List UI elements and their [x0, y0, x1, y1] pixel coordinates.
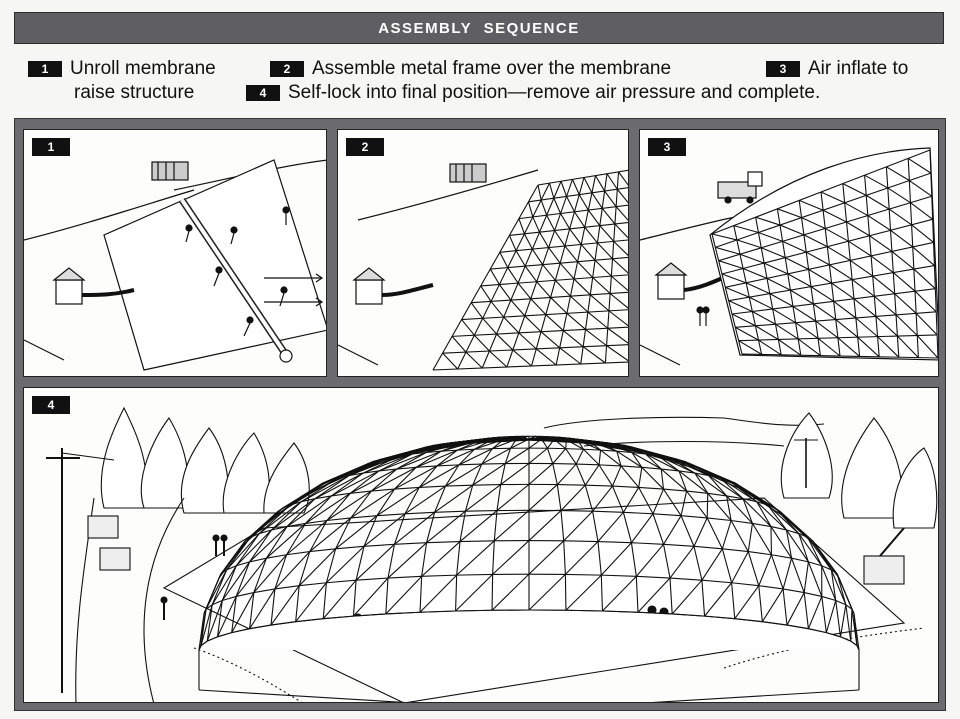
step-4-text: Self-lock into final position—remove air… [288, 82, 821, 103]
step-3-badge: 3 [766, 61, 800, 77]
panel-3-illustration [640, 147, 938, 366]
panel-4-badge: 4 [32, 396, 70, 414]
panel-2-badge: 2 [346, 138, 384, 156]
step-1-text: Unroll membrane [70, 58, 216, 79]
panel-4: 4 [23, 387, 939, 703]
step-3-text: Air inflate to [808, 58, 909, 79]
legend-step-1: 1 Unroll membrane [28, 58, 216, 80]
step-4-badge: 4 [246, 85, 280, 101]
panel-4-dome [198, 435, 860, 702]
panel-1-illustration [24, 159, 326, 371]
title-bar: ASSEMBLY SEQUENCE [14, 12, 944, 44]
panel-3-badge: 3 [648, 138, 686, 156]
panel-1: 1 [23, 129, 327, 377]
legend-step-2: 2 Assemble metal frame over the membrane [270, 58, 671, 80]
page-title: ASSEMBLY SEQUENCE [378, 19, 580, 37]
panel-2-frame-grid [432, 169, 628, 371]
panel-3-dome-grid [711, 149, 938, 359]
panel-4-illustration [46, 406, 938, 702]
illustration-frame: 1 [14, 118, 946, 711]
step-3-continuation: raise structure [74, 82, 195, 103]
step-1-badge: 1 [28, 61, 62, 77]
panel-1-badge: 1 [32, 138, 70, 156]
step-2-badge: 2 [270, 61, 304, 77]
legend-step-3: 3 Air inflate to [766, 58, 908, 80]
panel-2-illustration [338, 163, 628, 371]
step-2-text: Assemble metal frame over the membrane [312, 58, 672, 79]
panel-2: 2 [337, 129, 629, 377]
legend-step-4: 4 Self-lock into final position—remove a… [246, 82, 820, 104]
panel-3: 3 [639, 129, 939, 377]
legend: 1 Unroll membrane raise structure 2 Asse… [0, 54, 960, 110]
